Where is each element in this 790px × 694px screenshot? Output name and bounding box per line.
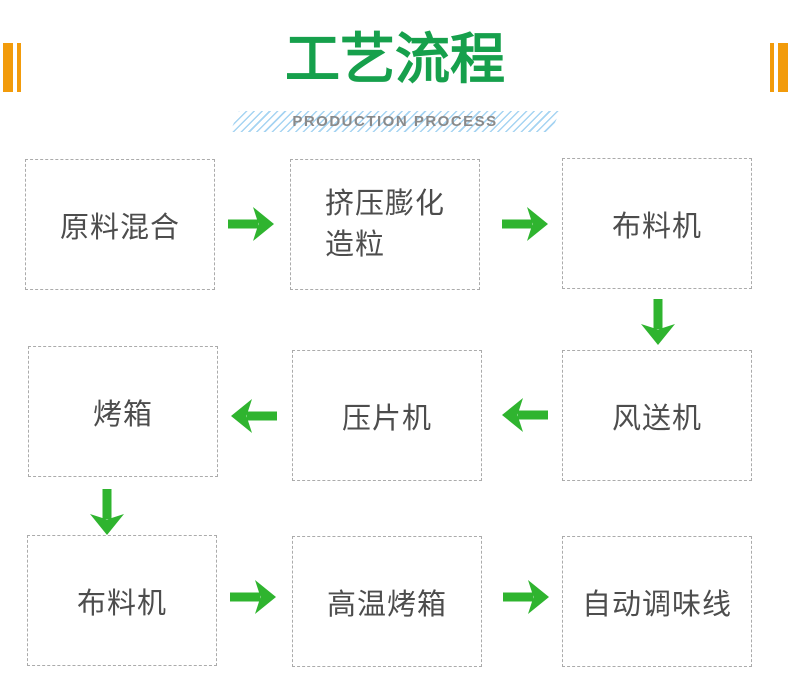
node-label: 布料机: [611, 210, 702, 243]
node-raw-material-mixing: 原料混合: [25, 159, 215, 290]
arrow-right-icon: [502, 207, 548, 241]
accent-bars-left: [3, 43, 21, 92]
accent-bar-thin: [17, 43, 21, 92]
accent-bar-thick: [778, 43, 788, 92]
node-oven: 烤箱: [28, 346, 218, 477]
arrow-right-icon: [228, 207, 274, 241]
arrow-down-icon: [90, 489, 124, 535]
accent-bars-right: [770, 43, 788, 92]
page-title: 工艺流程: [284, 28, 505, 90]
node-tablet-press: 压片机: [292, 350, 482, 481]
arrow-down-icon: [641, 299, 675, 345]
subtitle-striped-band: PRODUCTION PROCESS: [230, 111, 560, 132]
node-label: 原料混合: [59, 211, 180, 244]
node-spreading-machine-top: 布料机: [562, 158, 752, 289]
node-label: 布料机: [76, 587, 167, 620]
node-label: 高温烤箱: [326, 588, 447, 621]
node-label: 烤箱: [92, 398, 153, 431]
subtitle: PRODUCTION PROCESS: [292, 113, 498, 130]
arrow-left-icon: [502, 398, 548, 432]
node-label: 压片机: [341, 402, 432, 435]
arrow-right-icon: [230, 580, 276, 614]
node-spreading-machine-bottom: 布料机: [27, 535, 217, 666]
node-high-temperature-oven: 高温烤箱: [292, 536, 482, 667]
arrow-left-icon: [231, 399, 277, 433]
node-automatic-seasoning-line: 自动调味线: [562, 536, 752, 667]
accent-bar-thin: [770, 43, 774, 92]
node-extrusion-puffing-granulation: 挤压膨化 造粒: [290, 159, 480, 290]
arrow-right-icon: [503, 580, 549, 614]
node-label: 风送机: [611, 402, 702, 435]
node-label: 挤压膨化 造粒: [324, 187, 445, 261]
node-label: 自动调味线: [581, 588, 732, 621]
accent-bar-thick: [3, 43, 13, 92]
node-air-conveyor: 风送机: [562, 350, 752, 481]
